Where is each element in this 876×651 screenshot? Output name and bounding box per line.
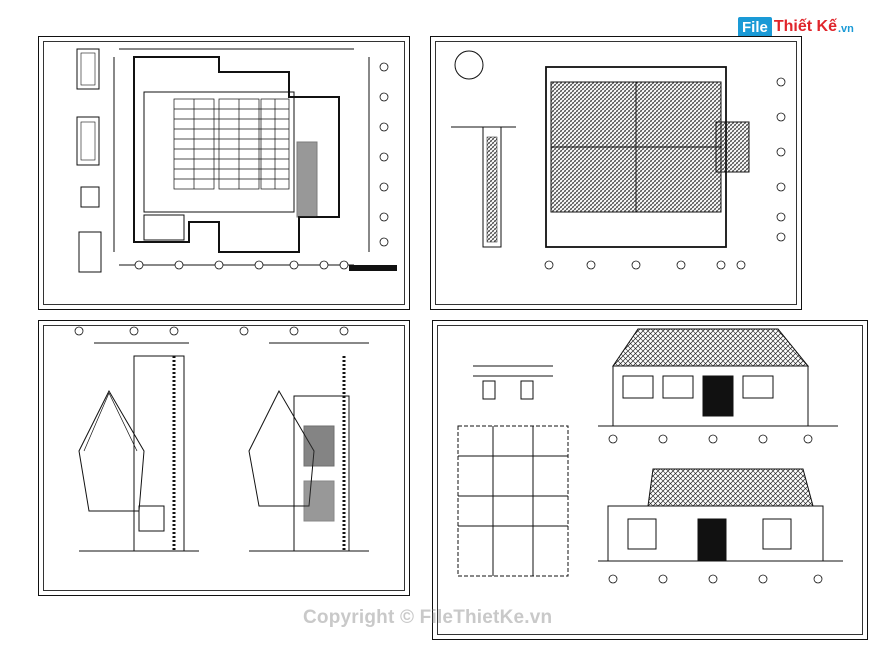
sheet-border (435, 41, 797, 305)
side-elevations-drawing (74, 326, 369, 552)
front-elevations-drawing (457, 328, 843, 584)
sheet-border (43, 41, 405, 305)
logo-domain: .vn (837, 23, 854, 35)
sheet-border (437, 325, 863, 635)
sheet-floor-plan (38, 36, 410, 310)
filethietke-logo: File Thiết Kế .vn (738, 14, 854, 40)
sheet-side-elevations (38, 320, 410, 596)
copyright-watermark: Copyright © FileThietKe.vn (303, 607, 553, 628)
roof-plan-drawing (451, 50, 786, 270)
logo-name: Thiết Kế (773, 18, 837, 35)
sheet-front-elevations (432, 320, 868, 640)
sheet-roof-plan (430, 36, 802, 310)
floor-plan-drawing (76, 48, 397, 273)
sheet-border (43, 325, 405, 591)
logo-prefix: File (738, 16, 772, 38)
